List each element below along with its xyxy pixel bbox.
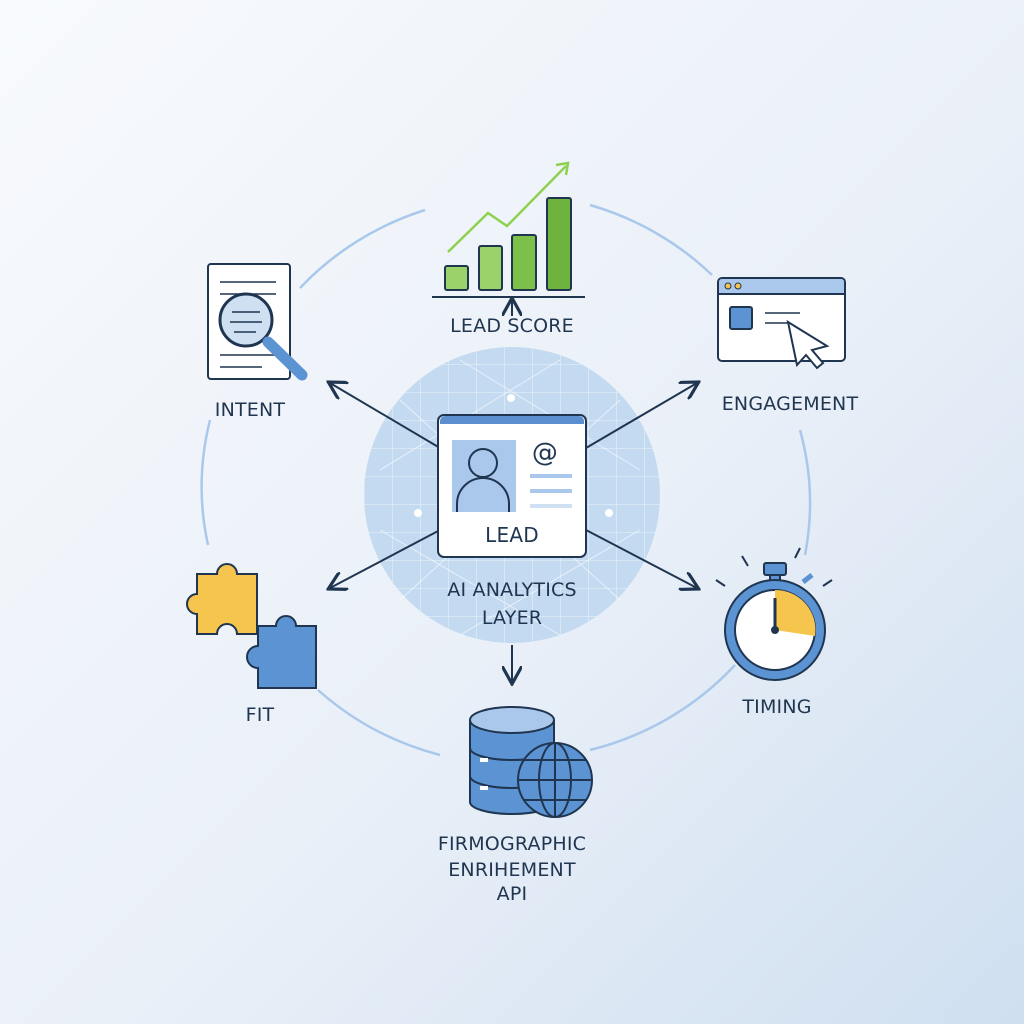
lead-score-label: LEAD SCORE (450, 315, 574, 337)
api-label-line2: ENRIHEMENT (448, 859, 576, 881)
engagement-browser-icon (717, 277, 846, 370)
lead-score-chart-icon (432, 161, 585, 298)
globe-icon (517, 742, 593, 818)
intent-label: INTENT (214, 399, 286, 421)
engagement-label: ENGAGEMENT (721, 393, 859, 415)
email-at-symbol: @ (531, 438, 559, 468)
lead-card-label: LEAD (485, 523, 539, 547)
api-label-line3: API (496, 883, 528, 905)
lead-card (437, 414, 587, 558)
ai-analytics-layer-label-line2: LAYER (481, 607, 543, 629)
api-label-line1: FIRMOGRAPHIC (437, 833, 587, 855)
timing-label: TIMING (742, 696, 812, 718)
timing-stopwatch-icon (715, 547, 833, 681)
intent-document-search-icon (207, 263, 308, 381)
ai-analytics-layer-label-line1: AI ANALYTICS (447, 579, 577, 601)
fit-label: FIT (245, 704, 275, 726)
fit-puzzle-icon (186, 563, 317, 689)
outer-ring (200, 203, 812, 757)
connector-arrows (330, 300, 697, 682)
